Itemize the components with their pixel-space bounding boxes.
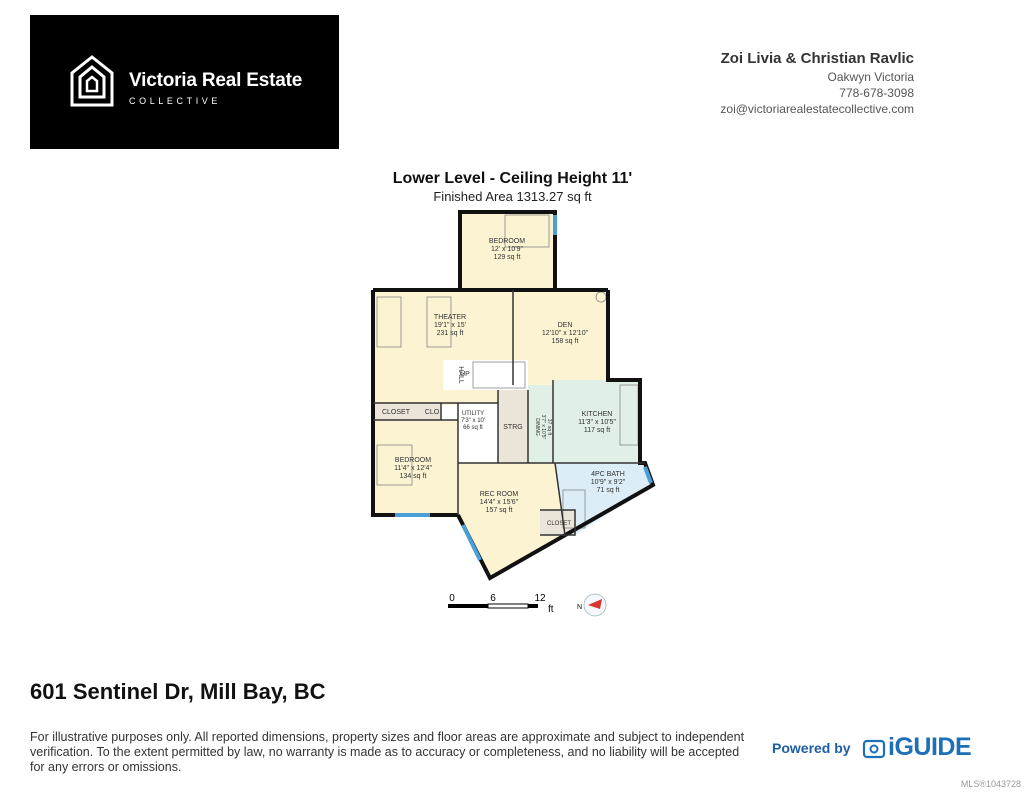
iguide-logo-icon [862,739,886,759]
room-kitchen [553,380,640,463]
area-den: 158 sq ft [552,338,579,345]
area-bath: 71 sq ft [597,487,620,494]
room-bath [555,463,653,535]
bed-left [376,444,413,486]
scale-unit: ft [548,604,554,615]
label-hall: HALL [457,366,464,384]
room-bedroom-top [460,212,555,290]
label-up: UP [460,371,470,378]
mls-number: MLS®1043728 [960,779,1021,789]
dims-rec: 14'4" x 15'6" [480,499,519,506]
interior-walls [373,290,645,536]
label-dining: DINING [534,418,540,436]
area-utility: 66 sq ft [463,425,483,431]
room-bedroom-left [373,420,458,515]
area-bedroom-left: 134 sq ft [400,473,427,480]
dims-dining: 3'7" x 10'5" [540,415,546,440]
label-closet-bottom: CLOSET [547,521,571,527]
sofa-theater-right [426,296,452,348]
north-compass-icon: N [577,593,607,617]
room-den [513,290,608,385]
dims-bath: 10'9" x 9'2" [591,479,626,486]
label-den: DEN [558,322,573,329]
brand-logo-block: Victoria Real Estate COLLECTIVE [30,15,339,149]
sofa-theater-left [376,296,402,348]
agent-office: Oakwyn Victoria [827,70,914,84]
room-labels: BEDROOM 12' x 10'9" 129 sq ft THEATER 19… [382,238,626,527]
disclaimer-text: For illustrative purposes only. All repo… [30,730,745,774]
property-address: 601 Sentinel Dr, Mill Bay, BC [30,679,326,704]
scale-bar-drawing: 0 6 12 ft N [448,593,607,617]
dims-bedroom-left: 11'4" x 12'4" [394,465,432,472]
label-clo: CLO [425,409,440,416]
stairs [472,361,526,389]
room-dining [528,385,553,463]
powered-by-iguide: Powered by iGUIDE [772,733,992,767]
brand-name: Victoria Real Estate [129,70,303,91]
scale-bar: 0 6 12 ft N [440,590,620,620]
label-bath: 4PC BATH [591,471,625,478]
label-closet-left: CLOSET [382,409,411,416]
agent-email: zoi@victoriarealestatecollective.com [720,102,914,116]
scale-tick-12: 12 [534,593,546,604]
floor-plan: BEDROOM 12' x 10'9" 129 sq ft THEATER 19… [355,205,675,585]
plan-title: Lower Level - Ceiling Height 11' [392,170,633,187]
area-rec: 157 sq ft [486,507,513,514]
label-strg: STRG [503,424,522,431]
dims-theater: 19'1" x 15' [434,322,466,329]
finished-area: Finished Area 1313.27 sq ft [433,189,592,204]
room-utility [458,403,498,463]
area-bedroom-top: 129 sq ft [494,254,521,261]
brand-subtitle: COLLECTIVE [129,96,222,106]
label-kitchen: KITCHEN [582,411,613,418]
room-fills [373,212,653,578]
bed-top [504,214,550,248]
agent-contact: Zoi Livia & Christian Ravlic Oakwyn Vict… [720,51,914,117]
room-closet-left [373,403,441,420]
room-hall [443,360,528,390]
dims-utility: 7'3" x 10' [461,418,485,424]
house-logo-icon [70,55,114,107]
north-label: N [577,604,582,611]
windows [395,215,653,561]
dims-bedroom-top: 12' x 10'9" [491,246,524,253]
iguide-wordmark: iGUIDE [888,733,972,761]
dims-den: 12'10" x 12'10" [542,330,589,337]
label-utility: UTILITY [462,411,484,417]
powered-by-label: Powered by [772,740,851,756]
label-bedroom-top: BEDROOM [489,238,525,245]
label-rec: REC ROOM [480,491,519,498]
label-bedroom-left: BEDROOM [395,457,431,464]
dims-kitchen: 11'3" x 10'5" [578,419,616,426]
floor-plan-drawing: BEDROOM 12' x 10'9" 129 sq ft THEATER 19… [371,210,656,581]
scale-tick-6: 6 [490,593,496,604]
area-kitchen: 117 sq ft [584,427,610,434]
scale-tick-0: 0 [449,593,455,604]
area-theater: 231 sq ft [437,330,464,337]
agent-phone: 778-678-3098 [839,86,914,100]
agent-name: Zoi Livia & Christian Ravlic [720,50,914,67]
label-theater: THEATER [434,314,466,321]
area-dining: 37 sq ft [546,419,552,436]
room-strg [498,390,528,463]
